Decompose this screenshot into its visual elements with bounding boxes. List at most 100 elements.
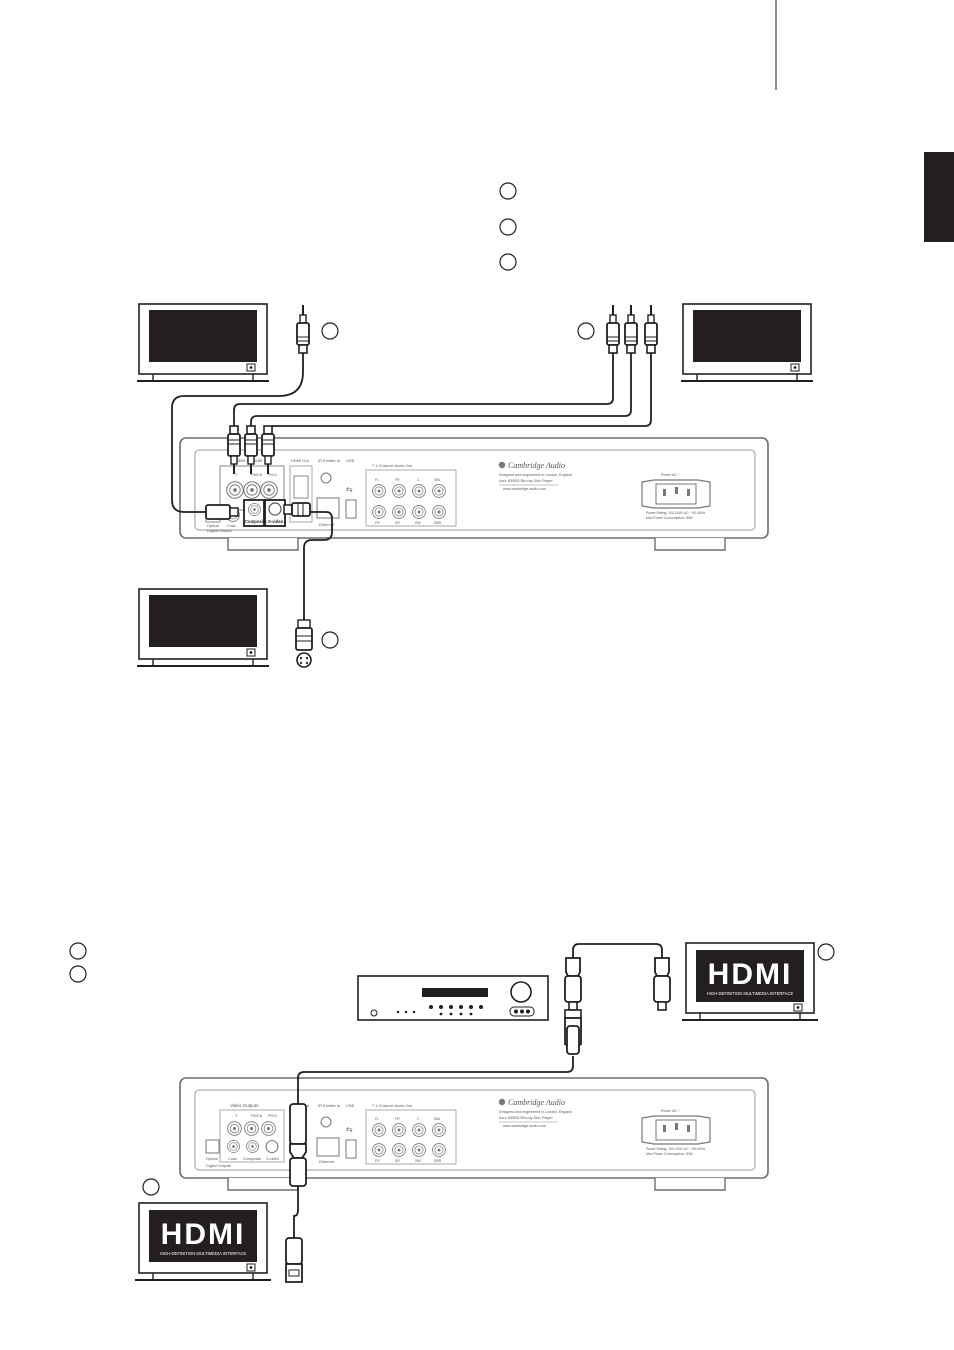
audio-socket[interactable] [392,484,406,498]
volume-knob[interactable] [510,981,532,1003]
ir-emitter-socket[interactable] [320,472,332,484]
usb-icon: ⇆ [346,1125,353,1134]
website: www.cambridge-audio.com [503,1124,546,1128]
brand-tagline: Designed and engineered in London, Engla… [499,473,572,477]
label-digital-outputs: Digital Outputs [206,1164,231,1168]
receiver-power-button[interactable] [370,1009,378,1017]
ethernet-socket[interactable] [316,1137,340,1157]
label-prcr: Pr/Cr [268,472,278,477]
label-svideo: S-video [266,1157,279,1161]
model-name: Azur 650BD Blu-ray Disc Player [499,479,554,483]
component-pb-socket[interactable] [244,1121,259,1136]
audio-socket[interactable] [412,1143,426,1157]
power-rating: Power Rating: 100-240V AC ~ 50-60Hz [646,1147,705,1151]
component-pb-socket[interactable] [243,481,261,499]
ethernet-socket[interactable] [316,497,340,519]
label-composite: Composite [243,1157,261,1161]
hdmi-plug-receiver-in [564,1009,582,1055]
brand-logo-icon [498,461,506,469]
audio-socket[interactable] [432,1123,446,1137]
audio-socket[interactable] [412,484,426,498]
label-ethernet: Ethernet [319,1159,335,1164]
brand-name: Cambridge Audio [508,461,565,470]
marker-circle [321,322,339,340]
ch-label: SBL [434,478,441,482]
hdmi-plug-receiver-out [564,957,582,1011]
audio-socket[interactable] [392,1123,406,1137]
language-tab [924,152,954,242]
composite-socket[interactable] [246,1140,259,1153]
ch-label: C [417,478,420,482]
label-svideo: S-video [268,519,284,524]
component-pr-socket[interactable] [260,481,278,499]
tv-svideo [136,588,270,667]
svideo-socket[interactable] [268,502,282,516]
ch-label: SW [415,1159,421,1163]
ch-label: SBR [434,1159,442,1163]
tv-hdmi-left: HDMI HIGH-DEFINITION MULTIMEDIA INTERFAC… [135,1202,271,1281]
ch-label: FR [375,1159,380,1163]
usb-socket[interactable] [345,1139,357,1159]
label-hdmi-out: HDMI Out [291,458,310,463]
hdmi-logo-subtext: HIGH-DEFINITION MULTIMEDIA INTERFACE [160,1251,247,1256]
usb-icon: ⇆ [346,485,353,494]
brand-tagline: Designed and engineered in London, Engla… [499,1110,572,1114]
svideo-plug-horizontal [283,502,311,517]
audio-socket[interactable] [412,1123,426,1137]
composite-plug-horizontal [205,504,239,520]
ch-label: FR [395,1117,400,1121]
ir-emitter-socket[interactable] [320,1116,332,1128]
audio-socket[interactable] [392,505,406,519]
audio-socket[interactable] [412,505,426,519]
audio-socket[interactable] [372,1143,386,1157]
ch-label: FR [375,521,380,525]
hdmi-plug-player-out [289,1103,307,1187]
label-optical: Optical [207,524,219,528]
coax-socket[interactable] [227,1140,240,1153]
av-receiver [357,975,549,1021]
audio-socket[interactable] [372,1123,386,1137]
hdmi-logo-subtext: HIGH-DEFINITION MULTIMEDIA INTERFACE [707,991,794,996]
hdmi-logo-text: HDMI [161,1218,246,1251]
optical-socket[interactable] [205,1139,220,1154]
step-markers-top [321,182,595,649]
hdmi-out-socket[interactable] [293,475,309,499]
component-y-socket[interactable] [227,1121,242,1136]
marker-circle [577,322,595,340]
component-pr-socket[interactable] [261,1121,276,1136]
label-coax: Coax [228,1157,237,1161]
marker-circle [142,1178,160,1196]
label-power: Power AC ~ [661,1109,680,1113]
component-y-socket[interactable] [226,481,244,499]
marker-circle [69,965,87,983]
hdmi-plug-tv-in [653,957,671,1011]
marker-circle [499,182,517,200]
audio-socket[interactable] [432,484,446,498]
label-usb: USB [346,458,355,463]
label-usb: USB [346,1103,355,1108]
player-rear-panel-bottom: Video Outputs Y Pb/Cb Pr/Cr Optical Coax… [179,1077,769,1191]
website: www.cambridge-audio.com [503,487,546,491]
usb-socket[interactable] [345,499,357,519]
tv-composite [136,303,270,382]
ch-label: C [417,1117,420,1121]
ch-label: SBL [434,1117,441,1121]
brand-name: Cambridge Audio [508,1098,565,1107]
power-consumption: Max Power Consumption: 30W [646,516,694,520]
ch-label: SBR [434,521,442,525]
cables-bottom [293,943,663,1238]
composite-socket[interactable] [248,503,261,516]
label-optical: Optical [206,1157,218,1161]
power-rating: Power Rating: 100-240V AC ~ 50-60Hz [646,511,705,515]
audio-socket[interactable] [432,505,446,519]
audio-socket[interactable] [372,505,386,519]
svideo-socket[interactable] [265,1139,279,1154]
model-name: Azur 650BD Blu-ray Disc Player [499,1116,554,1120]
hdmi-logo-text: HDMI [708,958,793,991]
audio-socket[interactable] [372,484,386,498]
ch-label: FL [375,478,379,482]
marker-circle [321,631,339,649]
ch-label: SR [395,521,400,525]
audio-socket[interactable] [392,1143,406,1157]
audio-socket[interactable] [432,1143,446,1157]
